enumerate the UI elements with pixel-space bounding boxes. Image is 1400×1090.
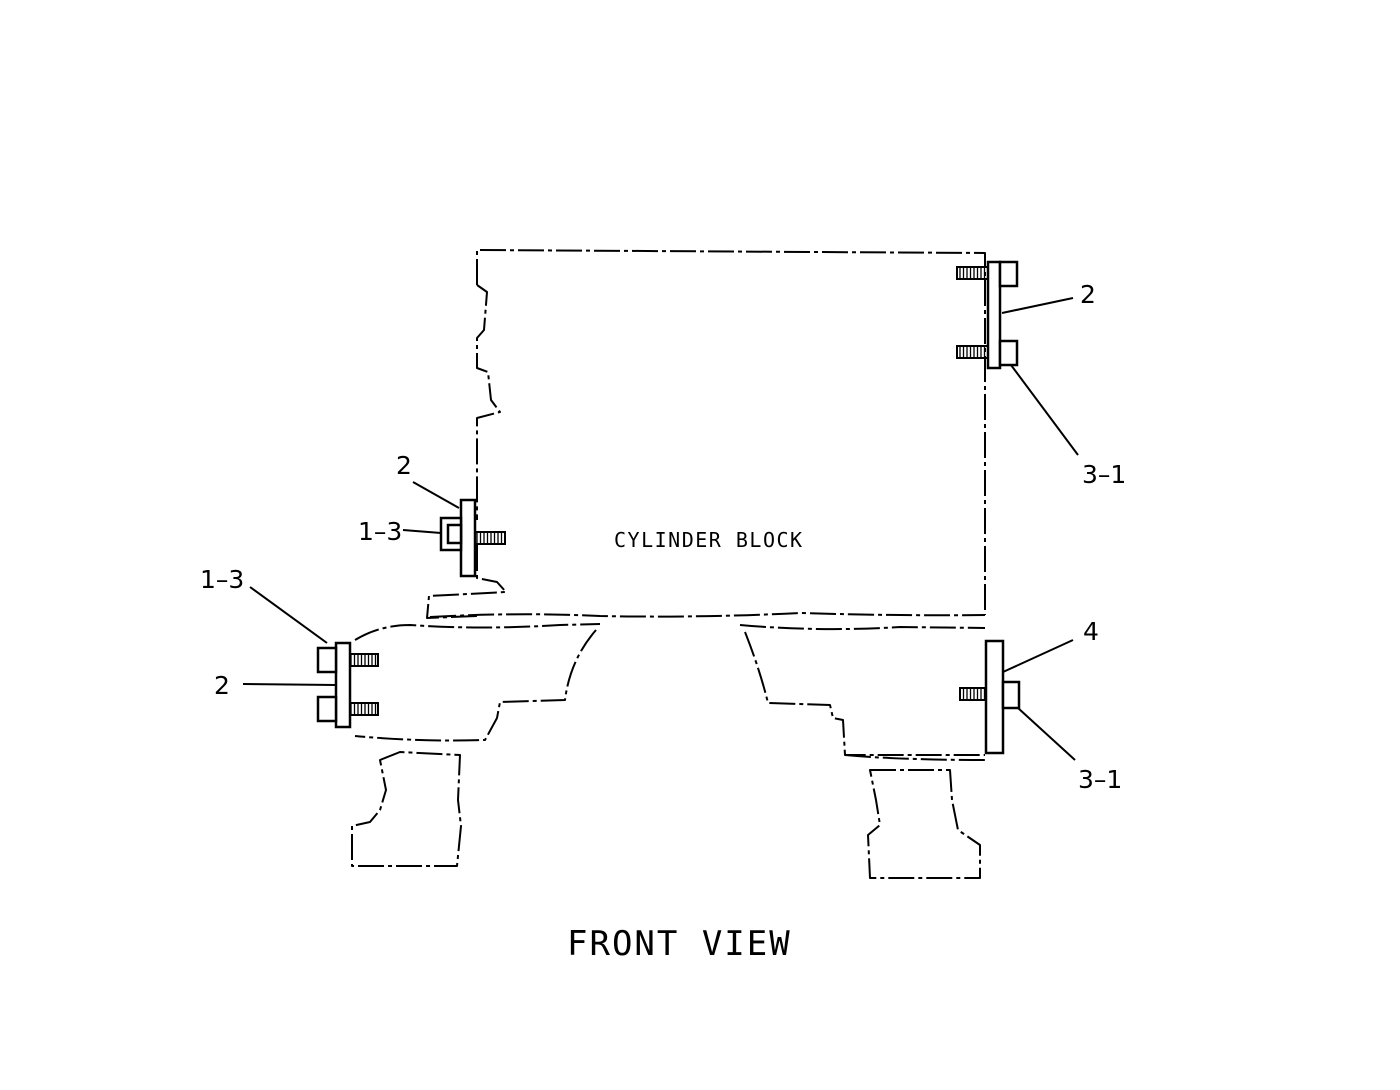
callout-low-left-plate: 2 [214,671,230,700]
callout-low-left-bolt: 1–3 [200,565,244,594]
cylinder-block-outline [426,249,986,619]
callout-top-right-plate: 2 [1080,280,1096,309]
callout-mid-left-plate: 2 [396,451,412,480]
callout-low-right-bolt: 3–1 [1078,765,1122,794]
view-title: FRONT VIEW [567,924,792,964]
callout-mid-left-bolt: 1–3 [358,517,402,546]
low-left-plate [334,641,352,729]
leader-lines [242,297,1079,761]
low-left-plate-assembly [316,641,379,729]
callout-top-right-bolt: 3–1 [1082,460,1126,489]
low-right-plate [984,639,1005,755]
cylinder-block-label: CYLINDER BLOCK [614,528,804,552]
callout-low-right-plate: 4 [1083,617,1099,646]
mid-left-plate-assembly [439,498,506,578]
top-right-plate [986,260,1002,370]
frame-rails-outline [351,623,986,879]
low-right-plate-assembly [959,639,1021,755]
top-right-plate-assembly [956,260,1019,370]
mid-left-plate [459,498,477,578]
